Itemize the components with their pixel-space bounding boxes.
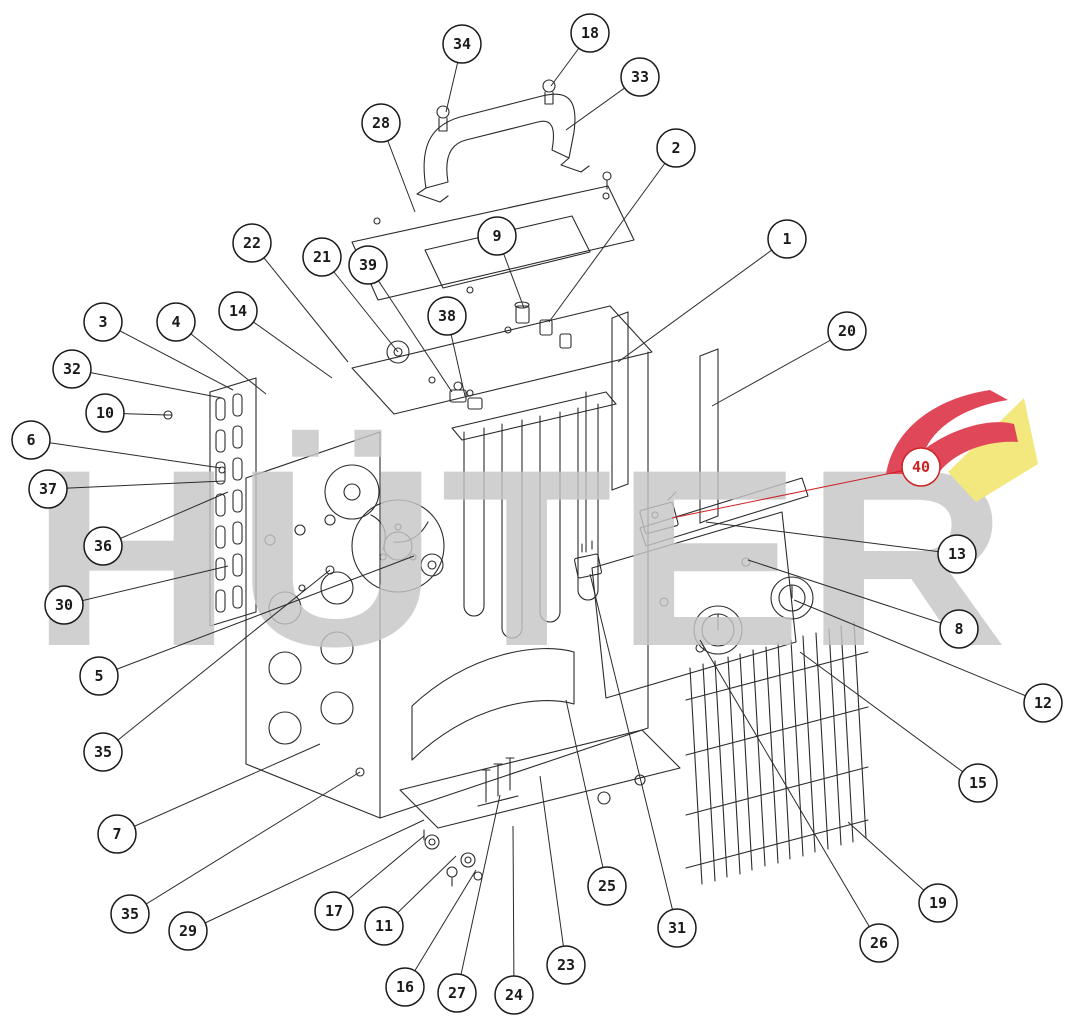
callout-13-21: 13	[937, 534, 977, 574]
callout-37-18: 37	[28, 469, 68, 509]
svg-text:27: 27	[448, 984, 466, 1002]
svg-text:9: 9	[492, 227, 501, 245]
cabinet-drawing	[163, 351, 649, 819]
callout-22-7: 22	[232, 223, 272, 263]
callout-40-19: 40	[901, 447, 941, 487]
svg-text:12: 12	[1034, 694, 1052, 712]
callout-29-30: 29	[168, 911, 208, 951]
callout-20-14: 20	[827, 311, 867, 351]
svg-text:35: 35	[94, 743, 112, 761]
svg-text:4: 4	[171, 313, 180, 331]
svg-text:7: 7	[112, 825, 121, 843]
callout-12-25: 12	[1023, 683, 1063, 723]
fan-motor-drawing	[324, 464, 445, 593]
svg-text:15: 15	[969, 774, 987, 792]
callout-35-29: 35	[110, 894, 150, 934]
callout-14-10: 14	[218, 291, 258, 331]
logo-yellow-sheet	[948, 398, 1038, 502]
svg-text:11: 11	[375, 917, 393, 935]
callout-2-4: 2	[656, 128, 696, 168]
svg-text:37: 37	[39, 480, 57, 498]
svg-text:30: 30	[55, 596, 73, 614]
svg-text:6: 6	[26, 431, 35, 449]
svg-text:17: 17	[325, 902, 343, 920]
svg-text:28: 28	[372, 114, 390, 132]
callout-31-38: 31	[657, 908, 697, 948]
control-panel-drawing	[574, 477, 814, 699]
callout-15-27: 15	[958, 763, 998, 803]
heater-exploded-drawing	[163, 79, 869, 887]
callout-16-33: 16	[385, 967, 425, 1007]
callout-33-2: 33	[620, 57, 660, 97]
svg-text:38: 38	[438, 307, 456, 325]
svg-text:13: 13	[948, 545, 966, 563]
callout-27-34: 27	[437, 973, 477, 1013]
svg-text:8: 8	[954, 620, 963, 638]
callout-38-11: 38	[427, 296, 467, 336]
callout-5-24: 5	[79, 656, 119, 696]
grille-drawing	[685, 621, 869, 885]
callout-3-12: 3	[83, 302, 123, 342]
svg-text:35: 35	[121, 905, 139, 923]
callout-17-31: 17	[314, 891, 354, 931]
svg-text:25: 25	[598, 877, 616, 895]
svg-text:33: 33	[631, 68, 649, 86]
callout-8-23: 8	[939, 609, 979, 649]
callout-28-3: 28	[361, 103, 401, 143]
svg-text:20: 20	[838, 322, 856, 340]
svg-text:32: 32	[63, 360, 81, 378]
svg-text:31: 31	[668, 919, 686, 937]
watermark-text: HÜTER	[30, 418, 1010, 699]
callout-24-35: 24	[494, 975, 534, 1015]
svg-text:29: 29	[179, 922, 197, 940]
callout-9-5: 9	[477, 216, 517, 256]
callout-1-6: 1	[767, 219, 807, 259]
svg-text:36: 36	[94, 537, 112, 555]
svg-text:5: 5	[94, 667, 103, 685]
svg-text:22: 22	[243, 234, 261, 252]
svg-text:1: 1	[782, 230, 791, 248]
callout-25-37: 25	[587, 866, 627, 906]
svg-text:18: 18	[581, 24, 599, 42]
callout-23-36: 23	[546, 945, 586, 985]
callout-19-39: 19	[918, 883, 958, 923]
callout-32-15: 32	[52, 349, 92, 389]
handle-drawing	[416, 79, 612, 203]
svg-text:19: 19	[929, 894, 947, 912]
callout-34-0: 34	[442, 24, 482, 64]
svg-text:16: 16	[396, 978, 414, 996]
svg-text:40: 40	[912, 458, 930, 476]
callout-6-17: 6	[11, 420, 51, 460]
callout-10-16: 10	[85, 393, 125, 433]
callout-39-9: 39	[348, 245, 388, 285]
callout-21-8: 21	[302, 237, 342, 277]
callout-30-22: 30	[44, 585, 84, 625]
svg-text:10: 10	[96, 404, 114, 422]
top-plate-drawing	[351, 301, 653, 415]
svg-text:3: 3	[98, 313, 107, 331]
callout-4-13: 4	[156, 302, 196, 342]
svg-text:23: 23	[557, 956, 575, 974]
heating-elements-drawing	[451, 391, 617, 639]
svg-text:21: 21	[313, 248, 331, 266]
svg-text:26: 26	[870, 934, 888, 952]
svg-text:39: 39	[359, 256, 377, 274]
svg-text:14: 14	[229, 302, 247, 320]
callout-35-26: 35	[83, 732, 123, 772]
svg-text:24: 24	[505, 986, 523, 1004]
corner-posts-drawing	[611, 311, 719, 524]
base-drawing	[399, 648, 681, 887]
callout-18-1: 18	[570, 13, 610, 53]
callout-11-32: 11	[364, 906, 404, 946]
callout-36-20: 36	[83, 526, 123, 566]
svg-text:34: 34	[453, 35, 471, 53]
callout-7-28: 7	[97, 814, 137, 854]
svg-text:2: 2	[671, 139, 680, 157]
callout-26-40: 26	[859, 923, 899, 963]
